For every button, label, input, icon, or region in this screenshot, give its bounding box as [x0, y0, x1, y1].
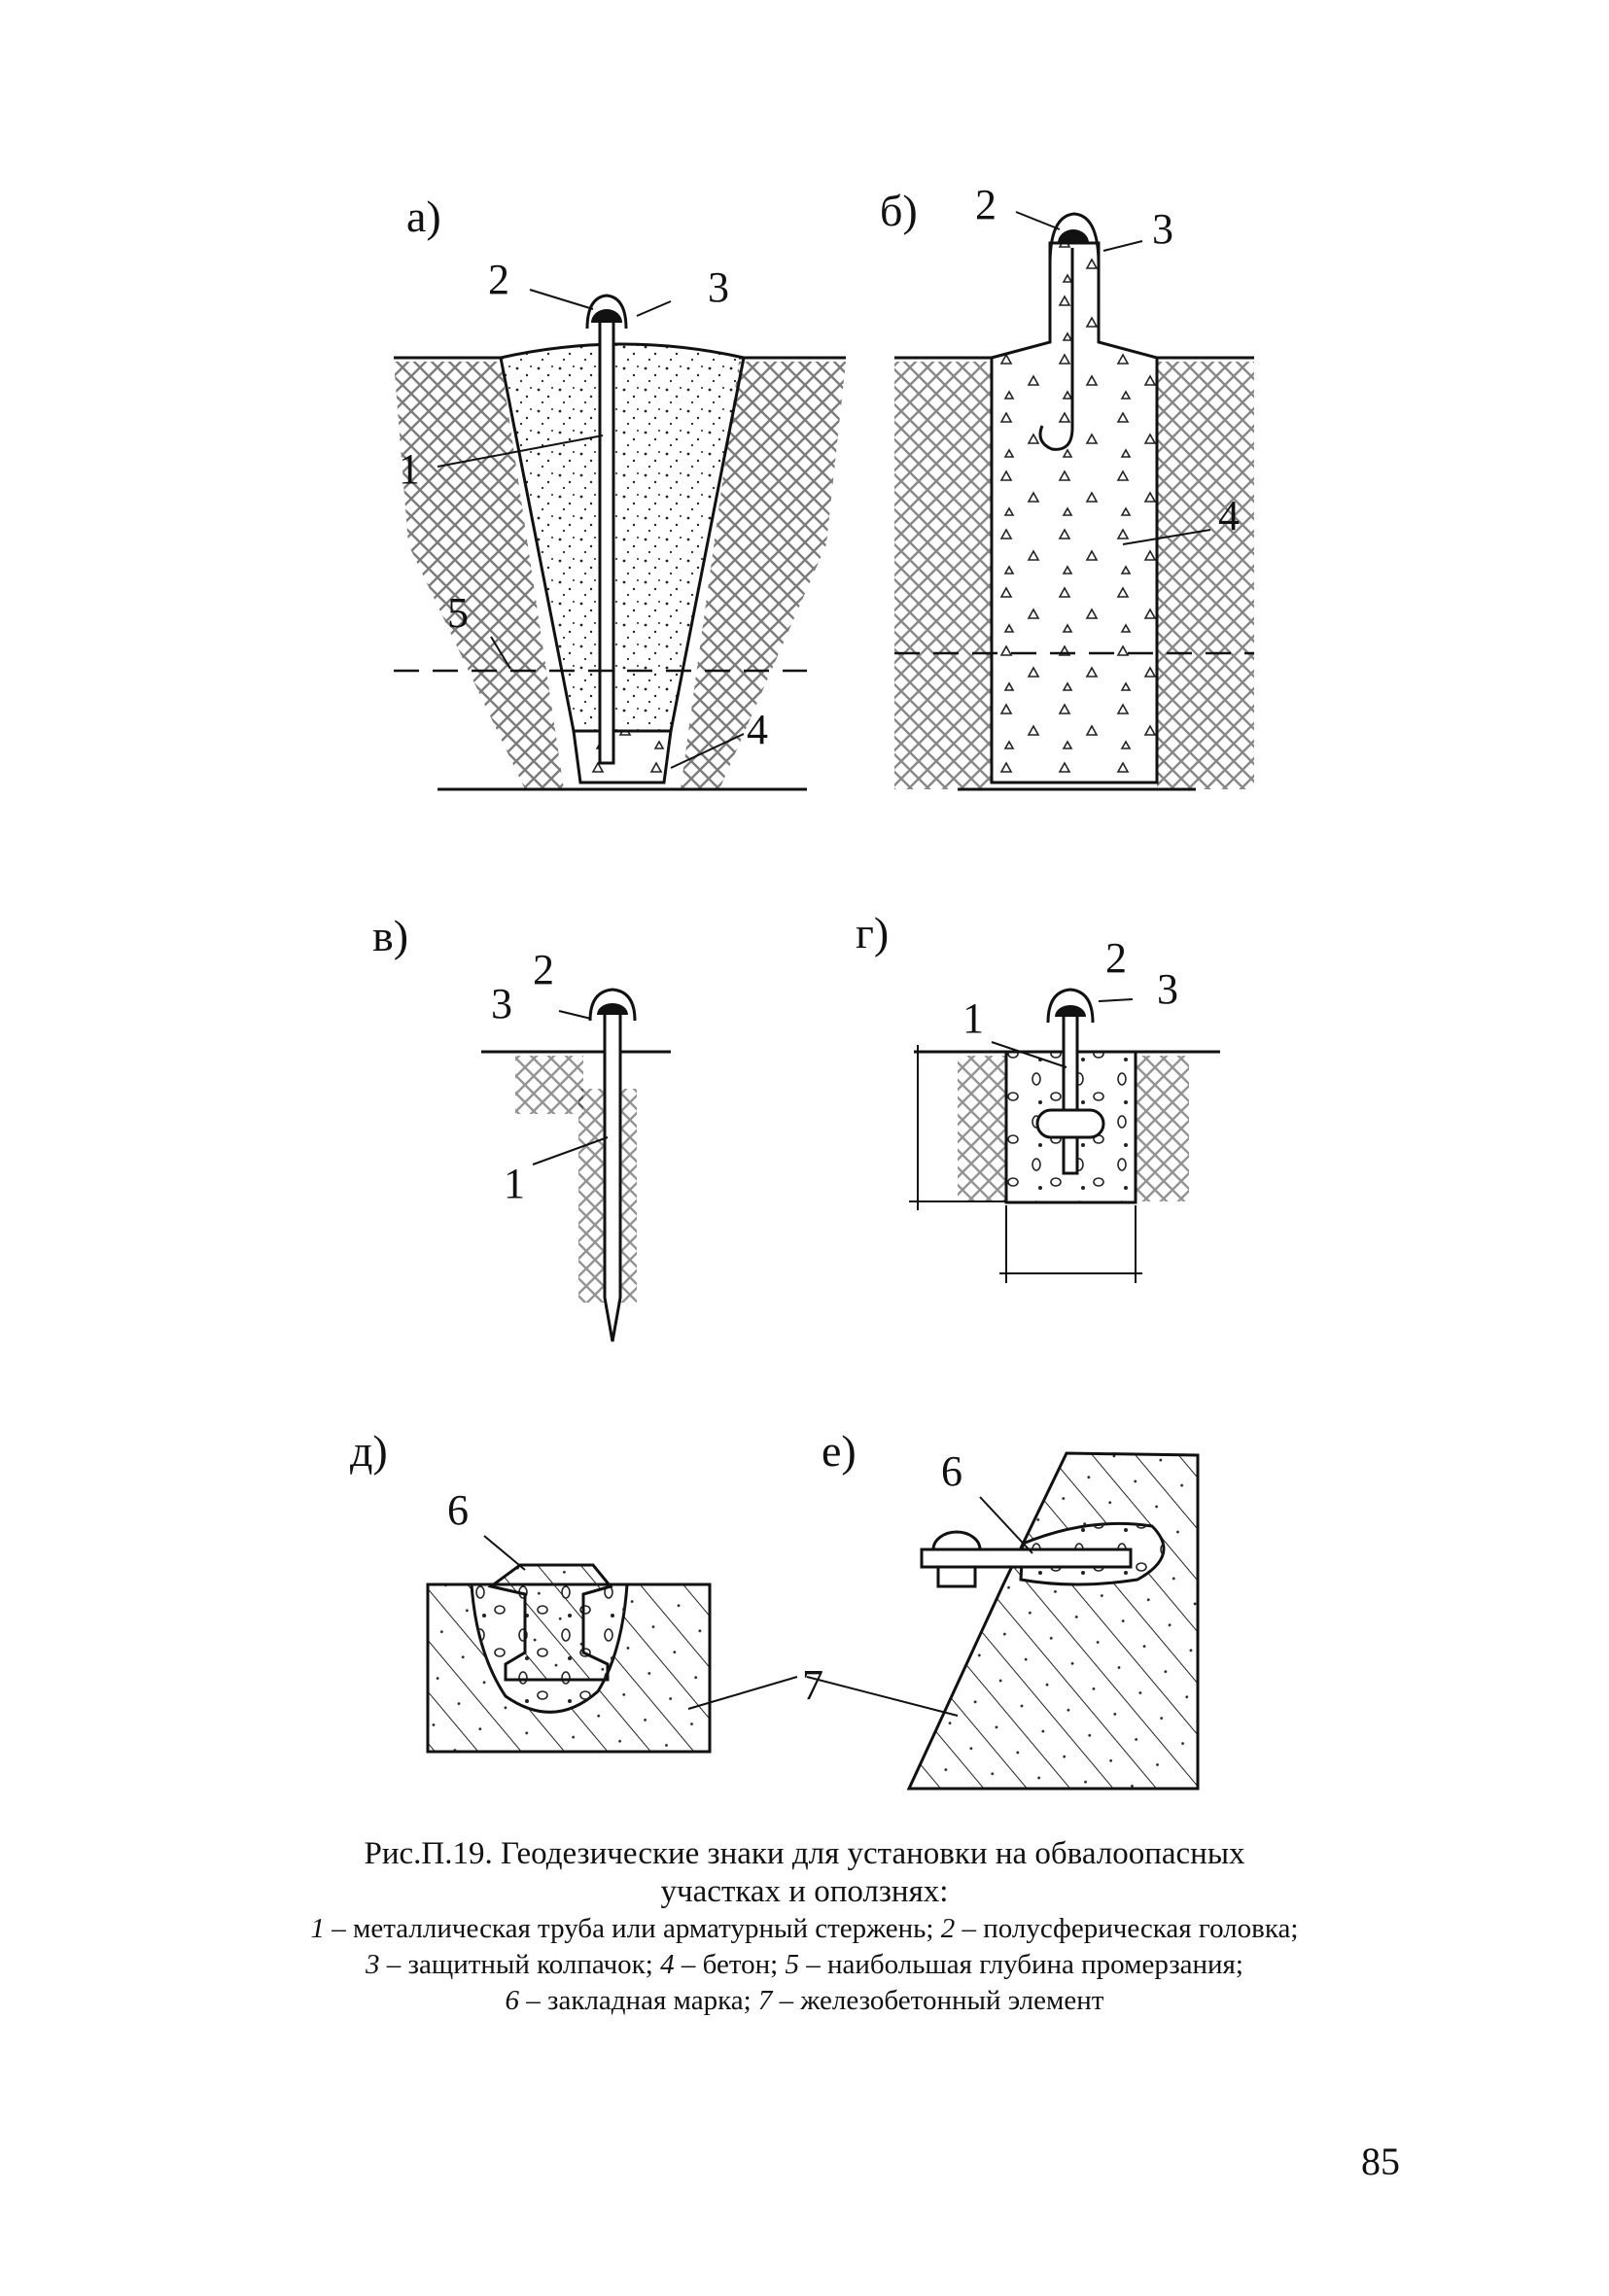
callout-label: 3 — [1157, 965, 1178, 1013]
legend-number: 2 — [940, 1913, 956, 1944]
legend-number: 4 — [660, 1949, 675, 1980]
callout-label: 6 — [941, 1447, 962, 1495]
panel-v: в) 2 3 1 — [372, 911, 671, 1342]
callout-label: 2 — [1105, 934, 1127, 982]
callout-label: 3 — [491, 980, 512, 1027]
panel-d: д) 6 — [350, 1426, 798, 1754]
legend-text: – железобетонный элемент — [772, 1985, 1104, 2016]
callout-label: 3 — [1152, 205, 1173, 253]
panel-a-letter: а) — [406, 191, 441, 241]
panel-a: а) 1 2 3 4 5 — [394, 191, 846, 791]
panel-g: г) 2 3 1 — [856, 908, 1220, 1283]
legend-number: 6 — [505, 1985, 520, 2016]
caption-legend-line: 1 – металлическая труба или арматурный с… — [146, 1911, 1463, 1947]
page-number: 85 — [1361, 2139, 1400, 2183]
callout-label: 7 — [802, 1661, 823, 1709]
legend-text: – наибольшая глубина промерзания; — [798, 1949, 1243, 1980]
legend-text: – бетон; — [674, 1949, 786, 1980]
caption-title-line-2: участках и оползнях: — [660, 1874, 949, 1909]
technical-figure: а) 1 2 3 4 5 б) — [350, 181, 1254, 1791]
panel-d-letter: д) — [350, 1426, 388, 1476]
caption-legend-line: 6 – закладная марка; 7 – железобетонный … — [146, 1983, 1463, 2019]
legend-number: 7 — [757, 1985, 773, 2016]
panel-b-letter: б) — [880, 186, 918, 235]
panel-e: е) 6 7 — [802, 1426, 1200, 1791]
callout-label: 6 — [447, 1486, 469, 1534]
panel-e-letter: е) — [822, 1426, 857, 1476]
callout-label: 2 — [533, 946, 554, 993]
caption-title-line-1: Рис.П.19. Геодезические знаки для устано… — [364, 1836, 1245, 1871]
legend-number: 5 — [785, 1949, 799, 1980]
callout-label: 2 — [975, 181, 997, 228]
callout-label: 1 — [399, 445, 420, 493]
callout-label: 2 — [488, 256, 509, 303]
panel-b: б) 2 3 4 — [880, 181, 1254, 791]
panel-g-letter: г) — [856, 908, 889, 957]
callout-label: 3 — [708, 263, 729, 311]
callout-label: 1 — [962, 994, 984, 1042]
legend-text: – закладная марка; — [519, 1985, 758, 2016]
legend-text: – металлическая труба или арматурный сте… — [325, 1913, 941, 1944]
caption-legend-line: 3 – защитный колпачок; 4 – бетон; 5 – на… — [146, 1947, 1463, 1983]
callout-label: 4 — [1218, 492, 1240, 539]
callout-label: 1 — [504, 1160, 525, 1207]
figure-caption: Рис.П.19. Геодезические знаки для устано… — [146, 1835, 1463, 2019]
panel-v-letter: в) — [372, 911, 408, 960]
callout-label: 4 — [747, 706, 768, 753]
legend-text: – защитный колпачок; — [379, 1949, 661, 1980]
legend-text: – полусферическая головка; — [955, 1913, 1299, 1944]
legend-number: 3 — [366, 1949, 380, 1980]
callout-label: 5 — [447, 589, 469, 637]
legend-number: 1 — [310, 1913, 326, 1944]
